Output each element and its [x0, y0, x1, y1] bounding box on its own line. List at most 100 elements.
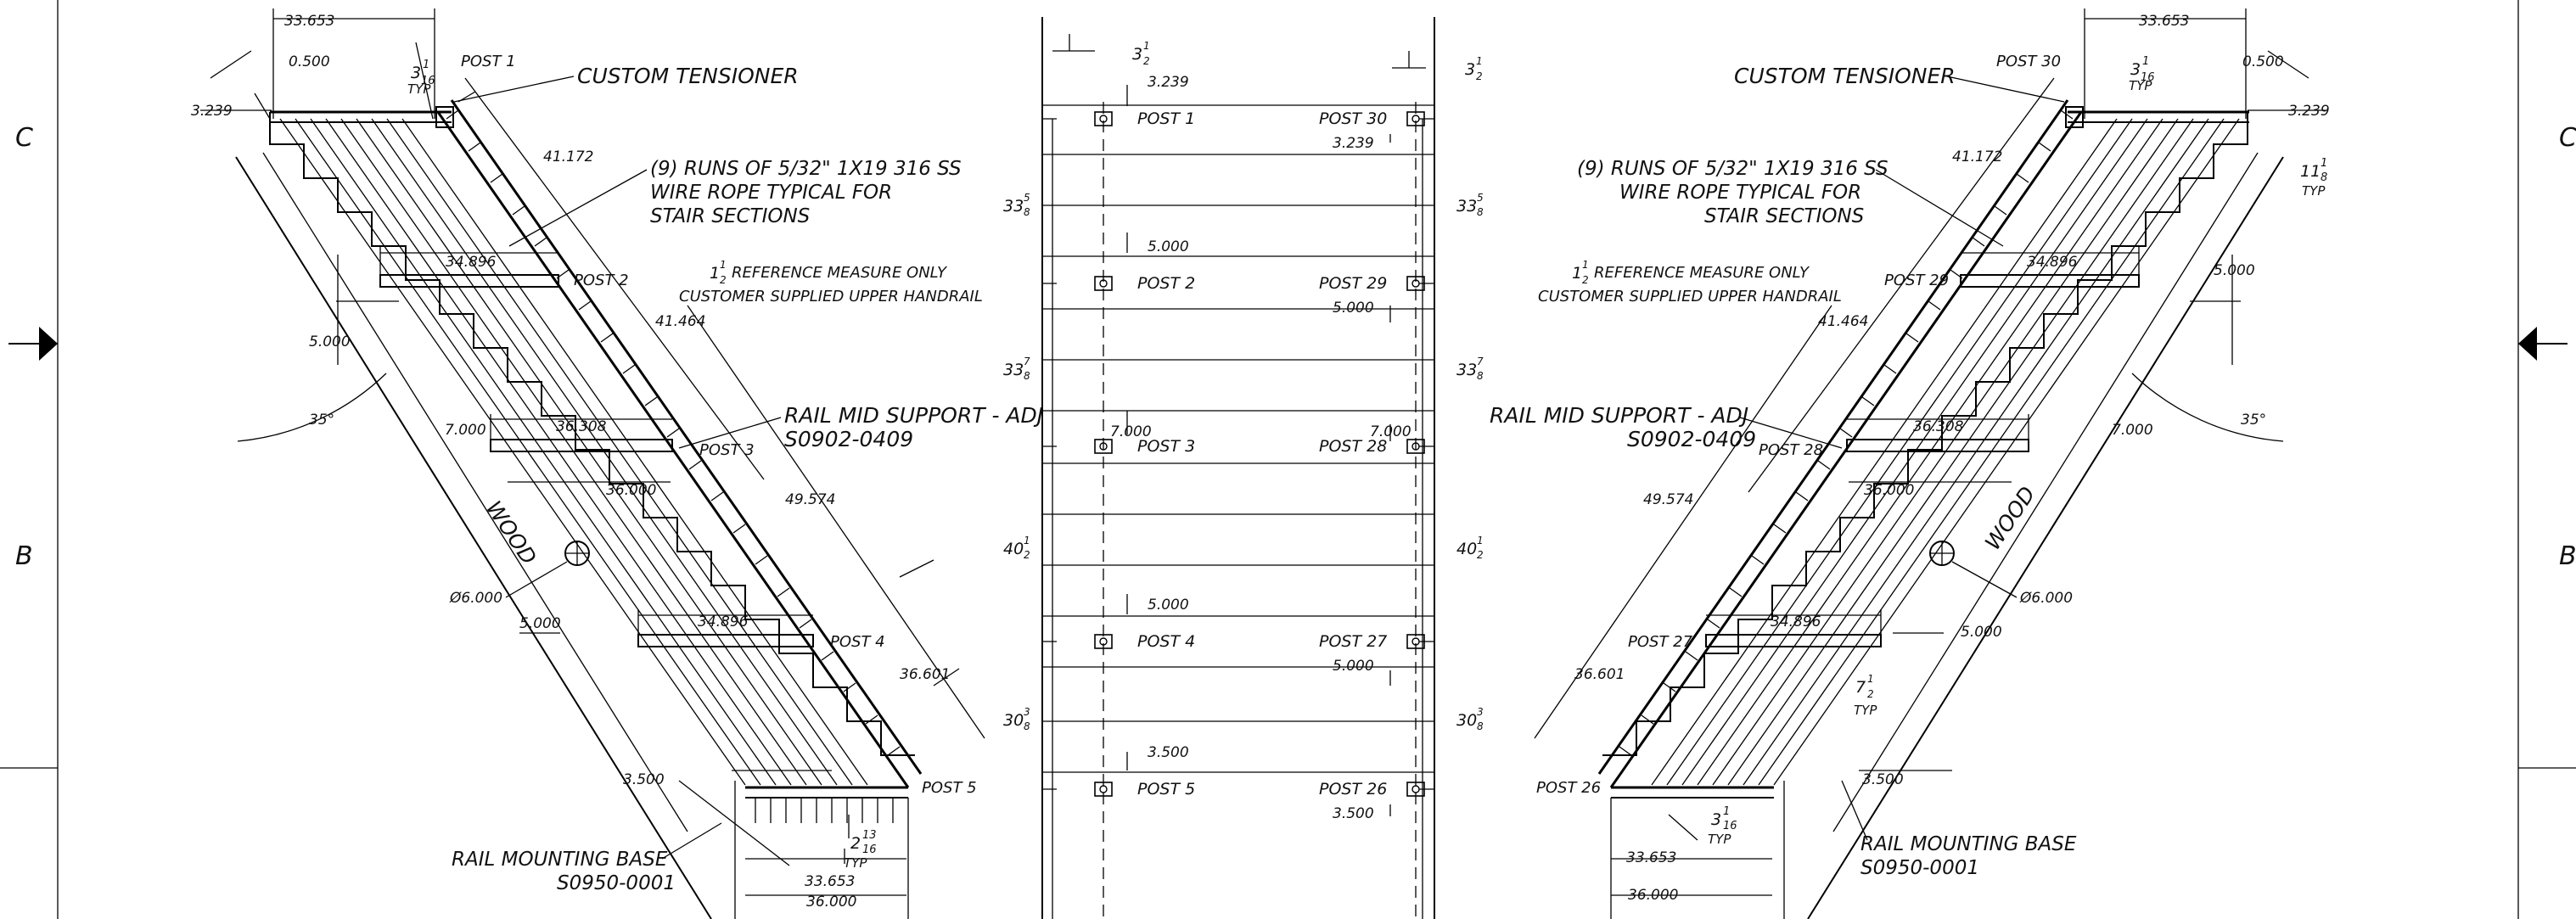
post-marker-icon	[1406, 782, 1425, 797]
right-callout-runs-3: STAIR SECTIONS	[1704, 205, 1864, 227]
left-post4-label: POST 4	[830, 633, 885, 651]
right-dim-dia: Ø6.000	[2019, 590, 2073, 607]
right-dim-34896-a: 34.896	[2027, 254, 2078, 271]
post-marker-icon	[1094, 276, 1113, 291]
middle-left-post-label: POST 5	[1137, 780, 1195, 799]
post-bolt-icon	[1411, 279, 1420, 288]
middle-left-offset: 7.000	[1110, 423, 1152, 440]
spacing-whole: 40	[1003, 540, 1024, 558]
post-bolt-icon	[1099, 442, 1108, 451]
left-stair-steps	[269, 112, 915, 756]
left-label-wood: WOOD	[481, 496, 542, 569]
right-ref-num: 1	[1582, 259, 1589, 271]
left-dim-3239: 3.239	[191, 103, 233, 120]
middle-left-post-label: POST 4	[1137, 632, 1195, 651]
right-stair-elevation	[1534, 8, 2326, 919]
spacing-den: 8	[1477, 206, 1484, 218]
left-dim-41464: 41.464	[655, 313, 705, 330]
middle-dimension-lines	[1042, 34, 1434, 919]
left-dimension-lines	[200, 8, 985, 919]
left-dim-5000: 5.000	[309, 333, 351, 350]
left-typ-label: TYP	[407, 81, 431, 97]
right-base-num: 1	[1723, 805, 1730, 818]
right-post30-label: POST 30	[1996, 53, 2061, 70]
right-dim-5000-b: 5.000	[1961, 624, 2002, 641]
post-bolt-icon	[1099, 115, 1108, 123]
middle-right-post-label: POST 30	[1319, 109, 1387, 128]
middle-right-post-label: POST 28	[1319, 437, 1387, 456]
middle-top-frac-den: 2	[1143, 55, 1150, 67]
spacing-num: 1	[1024, 535, 1030, 546]
left-dim-dia: Ø6.000	[449, 590, 502, 607]
left-callout-mid-2: S0902-0409	[784, 427, 913, 451]
right-ref-1: REFERENCE MEASURE ONLY	[1594, 264, 1810, 282]
right-typ-den: 16	[2141, 71, 2155, 84]
right-dim-top-width: 33.653	[2139, 13, 2189, 30]
middle-right-offset: 3.500	[1333, 805, 1374, 822]
right-ref-den: 2	[1582, 274, 1589, 286]
spacing-den: 2	[1477, 549, 1484, 561]
left-dim-base-36000: 36.000	[806, 894, 856, 911]
left-dim-49574: 49.574	[785, 491, 835, 508]
left-dim-36000: 36.000	[606, 482, 656, 499]
left-dim-7000: 7.000	[445, 422, 486, 439]
spacing-num: 5	[1024, 192, 1030, 204]
spacing-den: 8	[1024, 206, 1030, 218]
right-callout-runs-2: WIRE ROPE TYPICAL FOR	[1619, 182, 1861, 204]
post-marker-icon	[1094, 782, 1113, 797]
right-callout-base-2: S0950-0001	[1860, 857, 1979, 879]
middle-top-frac-den-r: 2	[1476, 70, 1483, 82]
left-callout-tensioner: CUSTOM TENSIONER	[577, 64, 799, 88]
right-base-whole: 3	[1711, 810, 1721, 829]
left-typ-whole: 3	[411, 64, 421, 82]
middle-right-post-label: POST 29	[1319, 274, 1387, 293]
left-ref-1: REFERENCE MEASURE ONLY	[732, 264, 948, 282]
left-dim-0500: 0.500	[289, 53, 330, 70]
right-callout-mid-1: RAIL MID SUPPORT - ADJ	[1490, 403, 1748, 428]
left-base-typ: TYP	[844, 855, 867, 871]
spacing-whole: 30	[1003, 711, 1024, 730]
spacing-num: 1	[1477, 535, 1484, 546]
zone-c-left: C	[15, 123, 33, 153]
spacing-den: 8	[1024, 370, 1030, 382]
left-dim-3500: 3.500	[623, 771, 665, 788]
right-rise-den: 8	[2321, 171, 2327, 184]
left-ref-2: CUSTOMER SUPPLIED UPPER HANDRAIL	[679, 288, 983, 305]
left-dim-base-33653: 33.653	[805, 873, 855, 890]
left-callout-runs-1: (9) RUNS OF 5/32" 1X19 316 SS	[650, 158, 962, 180]
right-typ-label: TYP	[2129, 78, 2152, 93]
middle-step-lines	[1042, 104, 1434, 773]
left-ref-whole: 1	[710, 264, 720, 283]
right-dim-5000: 5.000	[2214, 262, 2255, 279]
middle-right-offset: 5.000	[1333, 300, 1374, 317]
spacing-num: 5	[1477, 192, 1484, 204]
left-post5-label: POST 5	[922, 779, 977, 797]
left-post1-cap	[435, 106, 454, 128]
right-dim-36308: 36.308	[1913, 418, 1964, 435]
right-rise-whole: 11	[2300, 162, 2321, 181]
middle-left-offset: 5.000	[1148, 597, 1189, 614]
right-post30-cap	[2065, 106, 2084, 128]
middle-right-offset: 3.239	[1333, 135, 1374, 152]
left-stair-elevation	[200, 8, 985, 919]
right-step-num: 1	[1867, 673, 1874, 685]
spacing-whole: 33	[1003, 197, 1024, 216]
left-dim-5000-b: 5.000	[519, 615, 561, 632]
right-stringer-lower	[1807, 156, 2284, 919]
left-dim-36601: 36.601	[900, 666, 950, 683]
right-dim-base-36000: 36.000	[1628, 887, 1678, 904]
post-bolt-icon	[1099, 785, 1108, 793]
left-post1-label: POST 1	[461, 53, 516, 70]
left-dim-36308: 36.308	[556, 418, 607, 435]
right-step-den: 2	[1867, 688, 1874, 700]
right-dim-angle: 35°	[2241, 412, 2266, 429]
right-dim-36601: 36.601	[1574, 666, 1625, 683]
post-marker-icon	[1094, 111, 1113, 126]
spacing-den: 8	[1024, 720, 1030, 732]
right-dim-34896-b: 34.896	[1771, 614, 1821, 630]
post-bolt-icon	[1099, 637, 1108, 646]
right-dim-3500: 3.500	[1862, 771, 1904, 788]
post-bolt-icon	[1411, 785, 1420, 793]
spacing-whole: 33	[1456, 361, 1477, 379]
